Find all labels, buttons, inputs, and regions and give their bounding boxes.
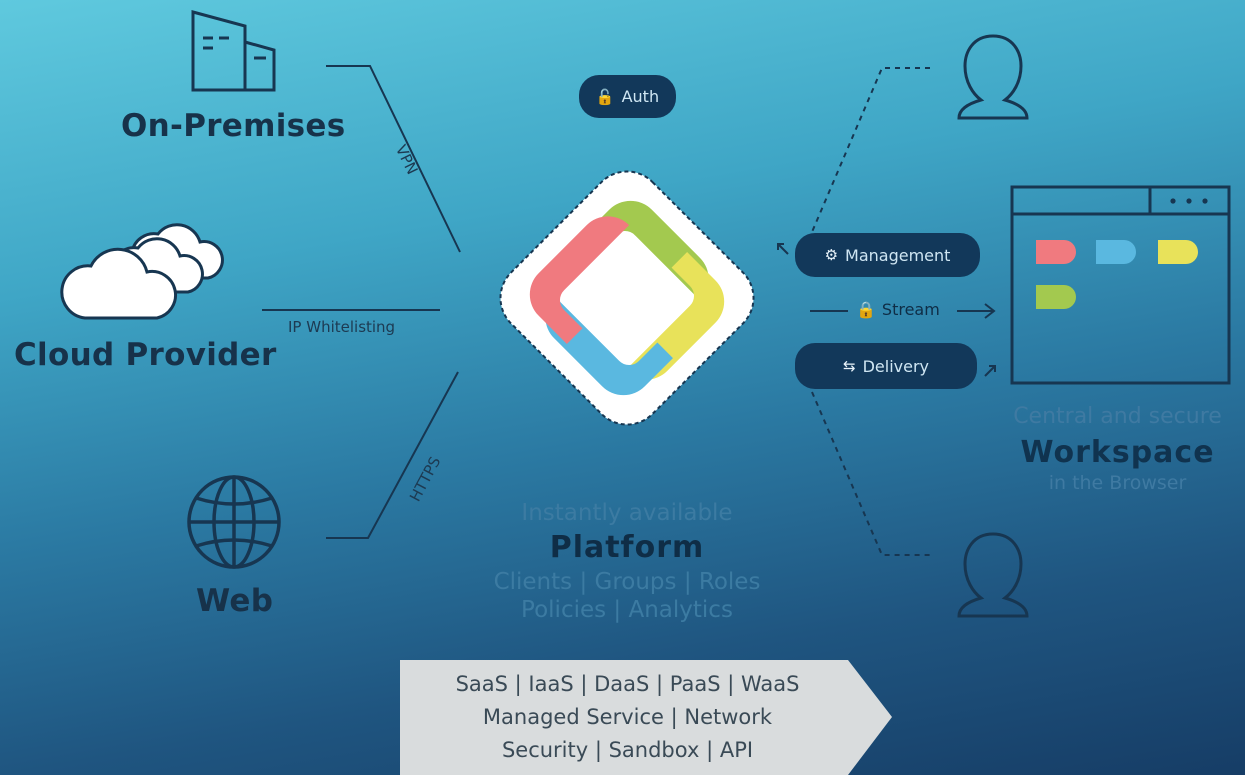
browser-window-icon (1010, 185, 1231, 385)
workspace-subtitle: in the Browser (1048, 472, 1187, 494)
management-pill: ⚙ Management (795, 233, 980, 277)
lock-icon: 🔓 (595, 87, 615, 106)
services-line-2: Managed Service | Network (482, 705, 773, 729)
services-arrow-shape (400, 660, 892, 775)
globe-icon (187, 475, 281, 569)
services-line-3: Security | Sandbox | API (501, 738, 754, 762)
services-line-1: SaaS | IaaS | DaaS | PaaS | WaaS (455, 672, 800, 696)
platform-description: Instantly available Platform Clients | G… (467, 500, 787, 623)
platform-logo (499, 170, 755, 426)
on-premises-label: On-Premises (121, 108, 346, 144)
platform-title: Platform (549, 530, 705, 565)
delivery-pill-label: Delivery (862, 356, 929, 376)
gear-icon: ⚙ (824, 246, 839, 264)
stream-connection: 🔒 Stream (856, 300, 940, 319)
auth-pill-label: Auth (621, 87, 660, 106)
workspace-description: Central and secure Workspace in the Brow… (990, 404, 1245, 494)
building-icon (191, 10, 276, 92)
web-label: Web (196, 583, 274, 619)
cloud-icon (60, 223, 224, 320)
cloud-provider-label: Cloud Provider (14, 337, 277, 373)
stream-label: Stream (881, 300, 940, 319)
management-pill-label: Management (845, 245, 951, 265)
services-list: SaaS | IaaS | DaaS | PaaS | WaaS Managed… (400, 668, 855, 767)
exchange-arrows-icon: ⇆ (843, 357, 856, 375)
platform-pretitle: Instantly available (521, 500, 733, 526)
user-icon (957, 532, 1029, 618)
platform-features-2: Policies | Analytics (521, 597, 733, 623)
lock-icon: 🔒 (856, 300, 876, 319)
auth-pill: 🔓 Auth (579, 75, 676, 118)
platform-features-1: Clients | Groups | Roles (493, 569, 761, 595)
workspace-title: Workspace (1020, 435, 1215, 470)
workspace-pretitle: Central and secure (1013, 404, 1222, 429)
delivery-pill: ⇆ Delivery (795, 343, 977, 389)
user-icon (957, 34, 1029, 120)
ip-whitelisting-label: IP Whitelisting (288, 318, 396, 336)
